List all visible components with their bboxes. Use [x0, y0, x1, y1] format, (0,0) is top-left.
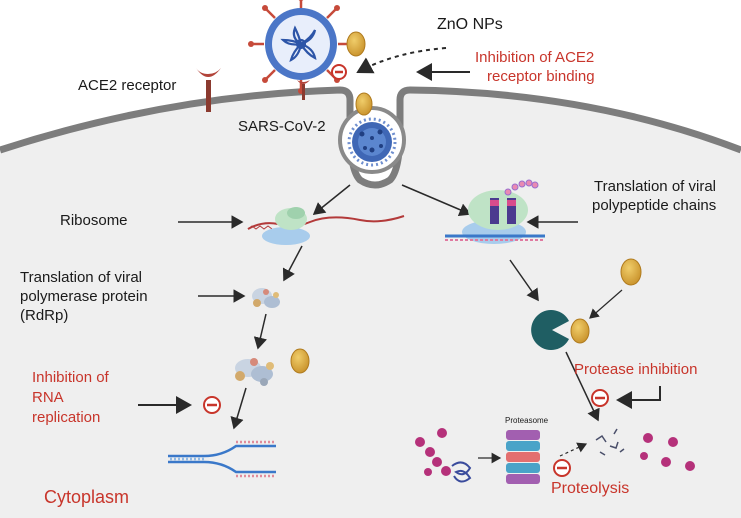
proteasome-icon	[506, 430, 540, 484]
label-proteasome: Proteasome	[505, 416, 549, 425]
label-zno-nps: ZnO NPs	[437, 16, 503, 33]
sars-cov-2-virus-icon	[248, 0, 354, 94]
arrow-protease-to-proteolysis	[565, 351, 600, 422]
label-proteolysis: Proteolysis	[551, 480, 630, 497]
label-rna-inhibition-line2: RNA	[32, 389, 64, 406]
label-rna-inhibition-line1: Inhibition of	[32, 369, 109, 386]
label-protease-inhibition: Protease inhibition	[574, 361, 698, 378]
label-translation-line2: polypeptide chains	[592, 197, 717, 214]
endocytosed-virus	[347, 117, 397, 167]
label-cytoplasm: Cytoplasm	[44, 487, 130, 507]
zno-nanoparticle-membrane	[355, 92, 373, 116]
peptide-fragments-icon	[595, 428, 625, 456]
inhibit-symbol-proteolysis	[553, 459, 571, 477]
label-ribosome: Ribosome	[60, 212, 128, 229]
label-polymerase-line2: polymerase protein	[20, 288, 148, 305]
label-ace2-inhibition-line2: receptor binding	[487, 68, 595, 85]
label-ace2-receptor: ACE2 receptor	[78, 77, 177, 94]
cell-membrane	[0, 86, 741, 189]
arrow-translation-to-protease	[509, 259, 539, 302]
inhibit-symbol-ace2	[331, 64, 347, 80]
rdrp-protein-icon	[252, 288, 280, 308]
label-rna-inhibition-line3: replication	[32, 409, 101, 426]
label-ace2-inhibition-line1: Inhibition of ACE2	[475, 49, 595, 66]
arrow-protease-inhibition	[616, 386, 661, 409]
arrow-complex-to-rna	[230, 387, 247, 430]
zno-nanoparticle-top	[346, 31, 366, 57]
translation-ribosome-icon	[445, 179, 545, 244]
label-sars-cov-2: SARS-CoV-2	[238, 118, 326, 135]
arrow-endosome-to-ribosome	[312, 184, 351, 215]
amino-acid-icons	[640, 433, 695, 471]
arrow-proteasome-to-fragments	[559, 442, 588, 457]
protease-icon	[531, 310, 569, 350]
ribosome-icon	[247, 207, 405, 245]
polyprotein-chain-icon	[415, 428, 472, 483]
arrow-rdrp-to-complex	[253, 313, 267, 350]
zno-nanoparticle-rna	[290, 348, 310, 374]
arrow-endosome-to-translation	[401, 184, 472, 217]
label-translation-line1: Translation of viral	[594, 178, 716, 195]
arrow-np-to-protease	[589, 289, 623, 319]
inhibit-symbol-rna	[203, 396, 221, 414]
arrow-ribosome-to-rdrp	[282, 245, 303, 282]
ace2-receptor-icon	[196, 68, 221, 112]
label-polymerase-line3: (RdRp)	[20, 307, 69, 324]
zno-nanoparticle-free	[620, 258, 642, 286]
zno-nanoparticle-protease	[570, 318, 590, 344]
rna-replication-fork-icon	[168, 440, 276, 478]
inhibit-symbol-protease	[591, 389, 609, 407]
label-polymerase-line1: Translation of viral	[20, 269, 142, 286]
bound-ace2-receptor-icon	[297, 80, 310, 100]
replication-complex-icon	[235, 358, 274, 386]
dashed-arrow-zno	[356, 47, 447, 74]
